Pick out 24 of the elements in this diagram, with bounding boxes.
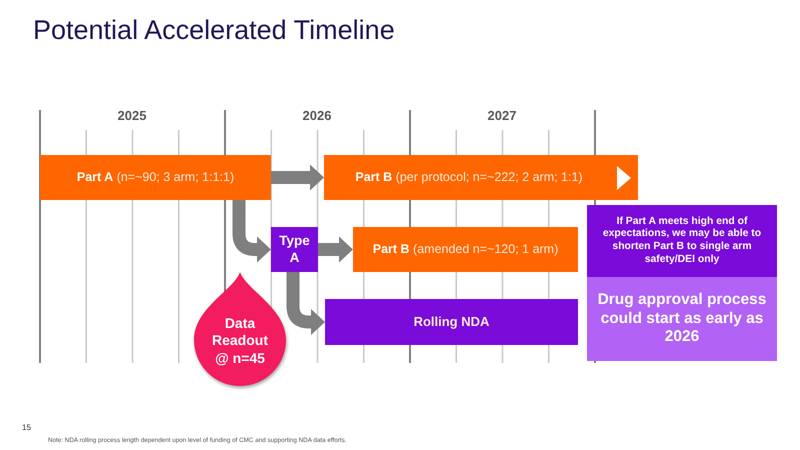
block-arrow: [232, 200, 271, 262]
block-arrow: [271, 164, 324, 190]
milestone-box: [271, 227, 318, 272]
bar-label: Part B (amended n=~120; 1 arm): [372, 242, 558, 258]
block-arrow: [318, 236, 353, 262]
phase-bar: [40, 155, 271, 200]
callout-panel: [587, 277, 777, 361]
bar-label: Part A (n=~90; 3 arm; 1:1:1): [76, 170, 234, 186]
year-label: 2025: [118, 108, 146, 123]
slide-title: Potential Accelerated Timeline: [33, 15, 395, 46]
phase-bar: [353, 227, 578, 272]
phase-bar: [325, 299, 578, 345]
bar-label: Part B (per protocol; n=~222; 2 arm; 1:1): [355, 170, 583, 186]
callout-text: Drug approval process could start as early as 2026: [596, 290, 768, 348]
block-arrow: [286, 272, 325, 335]
page-number: 15: [22, 423, 31, 432]
year-label: 2027: [488, 108, 516, 123]
callout-panel: [587, 205, 777, 277]
phase-bar: [324, 155, 638, 200]
callout-text: If Part A meets high end of expectations, we may be able to shorten Part B to single arm safety/DEI only: [602, 216, 762, 266]
bar-label: Rolling NDA: [414, 314, 490, 330]
readout-label: Data Readout @ n=45: [211, 315, 269, 367]
year-label: 2026: [302, 108, 332, 123]
milestone-label: Type A: [278, 233, 311, 266]
